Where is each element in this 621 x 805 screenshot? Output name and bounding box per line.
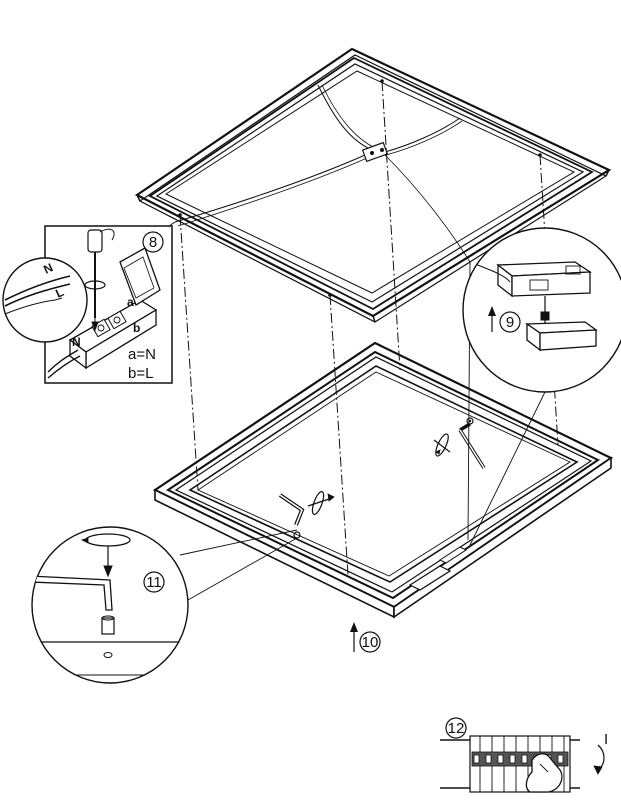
terminal-b-label: b — [133, 321, 140, 335]
connector-detail — [462, 227, 621, 546]
lift-arrow — [350, 622, 358, 652]
step-11-marker: 11 — [143, 571, 165, 593]
step-10-label: 10 — [362, 634, 379, 651]
step-12-label: 12 — [448, 720, 465, 737]
step-12-marker: 12 — [445, 717, 467, 739]
legend-b: b=L — [128, 365, 153, 382]
allen-key-detail — [31, 526, 298, 684]
step-9-label: 9 — [506, 314, 514, 331]
step-8-label: 8 — [149, 234, 157, 251]
terminal-n-label: N — [72, 335, 81, 349]
terminal-a-label: a — [127, 295, 134, 309]
step-8-marker: 8 — [142, 231, 164, 253]
circuit-breaker — [440, 735, 605, 793]
step-11-label: 11 — [146, 574, 162, 591]
legend-a: a=N — [128, 346, 156, 363]
upper-led-panel — [134, 47, 612, 323]
step-9-marker: 9 — [499, 311, 521, 333]
step-10-marker: 10 — [359, 631, 381, 653]
breaker-on-mark: I — [604, 731, 608, 748]
wire-strip-detail: N L — [2, 257, 88, 343]
surface-mount-frame — [152, 341, 614, 619]
